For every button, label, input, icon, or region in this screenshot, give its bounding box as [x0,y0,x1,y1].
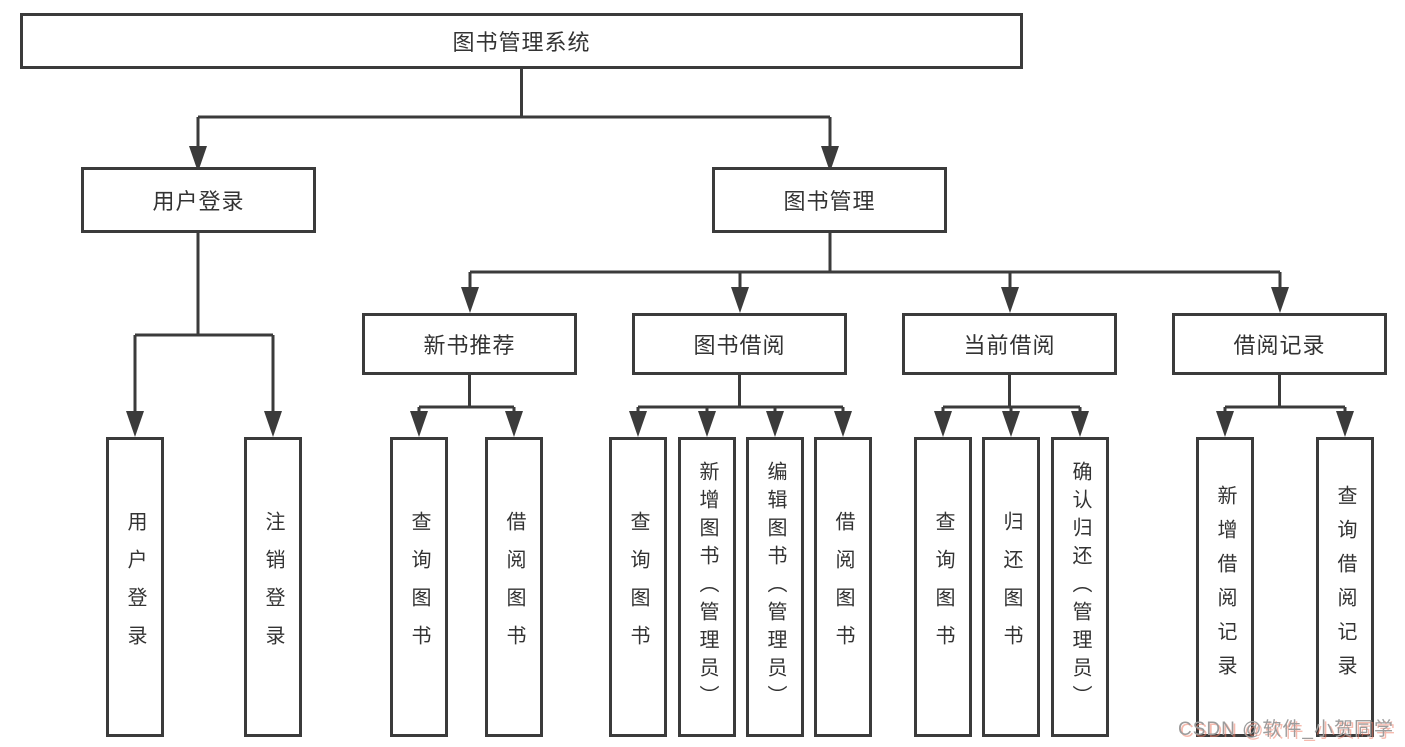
arrow-down-icon [731,287,749,313]
leaf-logout: 注销登录 [244,437,302,737]
arrow-down-icon [1216,411,1234,437]
arrow-down-icon [821,146,839,172]
node-user-login: 用户登录 [81,167,316,233]
arrow-down-icon [264,411,282,437]
leaf-current-query-books: 查询图书 [914,437,972,737]
node-label: 借阅记录 [1233,333,1326,358]
leaf-borrow-books: 借阅图书 [814,437,872,737]
node-label: 确认归还（管理员） [1069,461,1091,713]
arrow-down-icon [934,411,952,437]
node-label: 编辑图书（管理员） [764,461,786,713]
node-current-borrow: 当前借阅 [902,313,1117,375]
leaf-add-borrow-record: 新增借阅记录 [1196,437,1254,737]
arrow-down-icon [505,411,523,437]
leaf-confirm-return-admin: 确认归还（管理员） [1051,437,1109,737]
arrow-down-icon [834,411,852,437]
node-label: 当前借阅 [963,333,1056,358]
connector-userlogin-to-leaves [133,233,275,416]
node-label: 借阅图书 [503,511,525,663]
leaf-newbook-query-books: 查询图书 [390,437,448,737]
node-label: 图书管理系统 [452,30,591,55]
node-label: 新增图书（管理员） [696,461,718,713]
node-book-management: 图书管理 [712,167,947,233]
node-new-book-recommend: 新书推荐 [362,313,577,375]
leaf-add-books-admin: 新增图书（管理员） [678,437,736,737]
node-label: 查询图书 [932,511,954,663]
node-label: 图书借阅 [693,333,786,358]
arrow-down-icon [1271,287,1289,313]
connector-root-to-level2 [196,69,832,150]
node-label: 查询图书 [408,511,430,663]
connector-currentborrow-to-leaves [941,375,1082,416]
leaf-borrow-query-books: 查询图书 [609,437,667,737]
arrow-down-icon [629,411,647,437]
node-label: 新书推荐 [423,333,516,358]
arrow-down-icon [1071,411,1089,437]
arrow-down-icon [410,411,428,437]
node-label: 借阅图书 [832,511,854,663]
leaf-edit-books-admin: 编辑图书（管理员） [746,437,804,737]
arrow-down-icon [126,411,144,437]
arrow-down-icon [766,411,784,437]
csdn-watermark: CSDN @软件_小贺同学 [1178,719,1394,740]
node-label: 查询图书 [627,511,649,663]
arrowheads [126,146,1354,437]
node-label: 用户登录 [124,511,146,663]
node-label: 归还图书 [1000,511,1022,663]
arrow-down-icon [461,287,479,313]
leaf-user-login: 用户登录 [106,437,164,737]
connector-bookborrow-to-leaves [636,375,845,416]
node-label: 新增借阅记录 [1214,485,1236,689]
leaf-return-books: 归还图书 [982,437,1040,737]
node-label: 用户登录 [152,189,245,214]
arrow-down-icon [698,411,716,437]
node-book-borrow: 图书借阅 [632,313,847,375]
leaf-newbook-borrow-books: 借阅图书 [485,437,543,737]
node-label: 注销登录 [262,511,284,663]
connector-borrowrecord-to-leaves [1223,375,1347,416]
arrow-down-icon [1336,411,1354,437]
arrow-down-icon [1001,287,1019,313]
node-label: 查询借阅记录 [1334,485,1356,689]
leaf-query-borrow-record: 查询借阅记录 [1316,437,1374,737]
node-label: 图书管理 [783,189,876,214]
arrow-down-icon [1002,411,1020,437]
connector-bookmgmt-to-level3 [468,233,1282,292]
arrow-down-icon [189,146,207,172]
node-borrow-record: 借阅记录 [1172,313,1387,375]
connector-newbook-to-leaves [417,375,516,416]
node-library-system: 图书管理系统 [20,13,1023,69]
